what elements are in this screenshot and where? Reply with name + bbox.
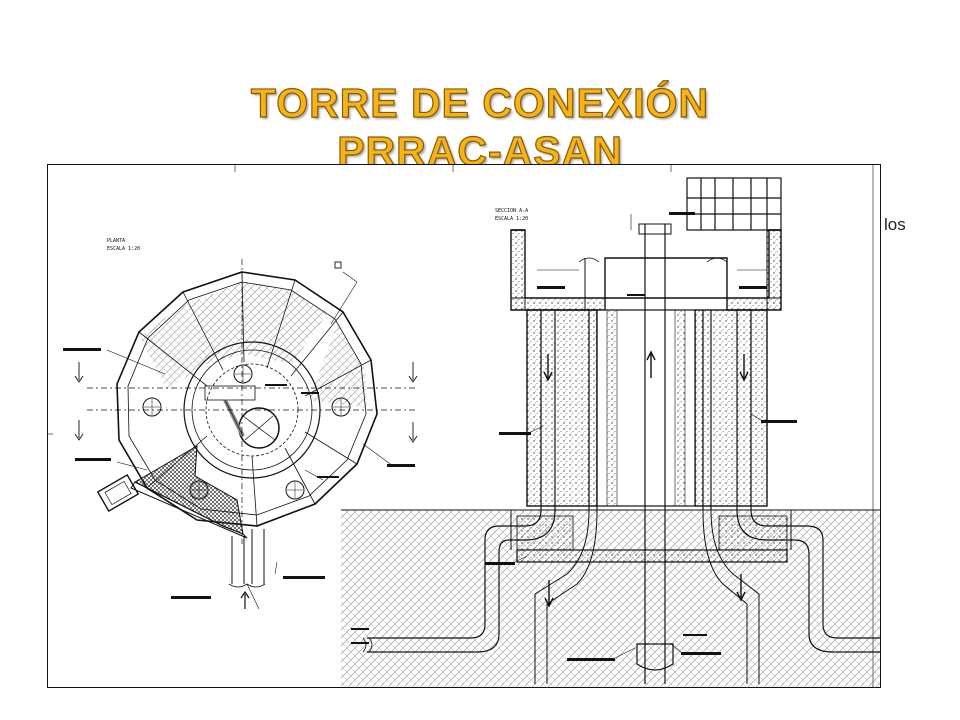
page-title-line-1: TORRE DE CONEXIÓN [250, 79, 710, 126]
plan-title: PLANTA [107, 238, 125, 244]
plan-scale: ESCALA 1:20 [107, 246, 140, 252]
side-text-fragment: los [884, 215, 906, 234]
tower-wall-right [694, 309, 768, 507]
section-scale: ESCALA 1:20 [495, 216, 528, 222]
soil [341, 510, 881, 688]
section-title: SECCION A-A [495, 208, 528, 214]
tower-wall-left [526, 309, 598, 507]
section-view: SECCION A-A ESCALA 1:20 [341, 177, 881, 688]
top-railing [686, 177, 782, 231]
engineering-drawing: PLANTA ESCALA 1:20 [47, 164, 881, 688]
foundation-slab [516, 549, 788, 563]
plan-view: PLANTA ESCALA 1:20 [63, 238, 418, 610]
